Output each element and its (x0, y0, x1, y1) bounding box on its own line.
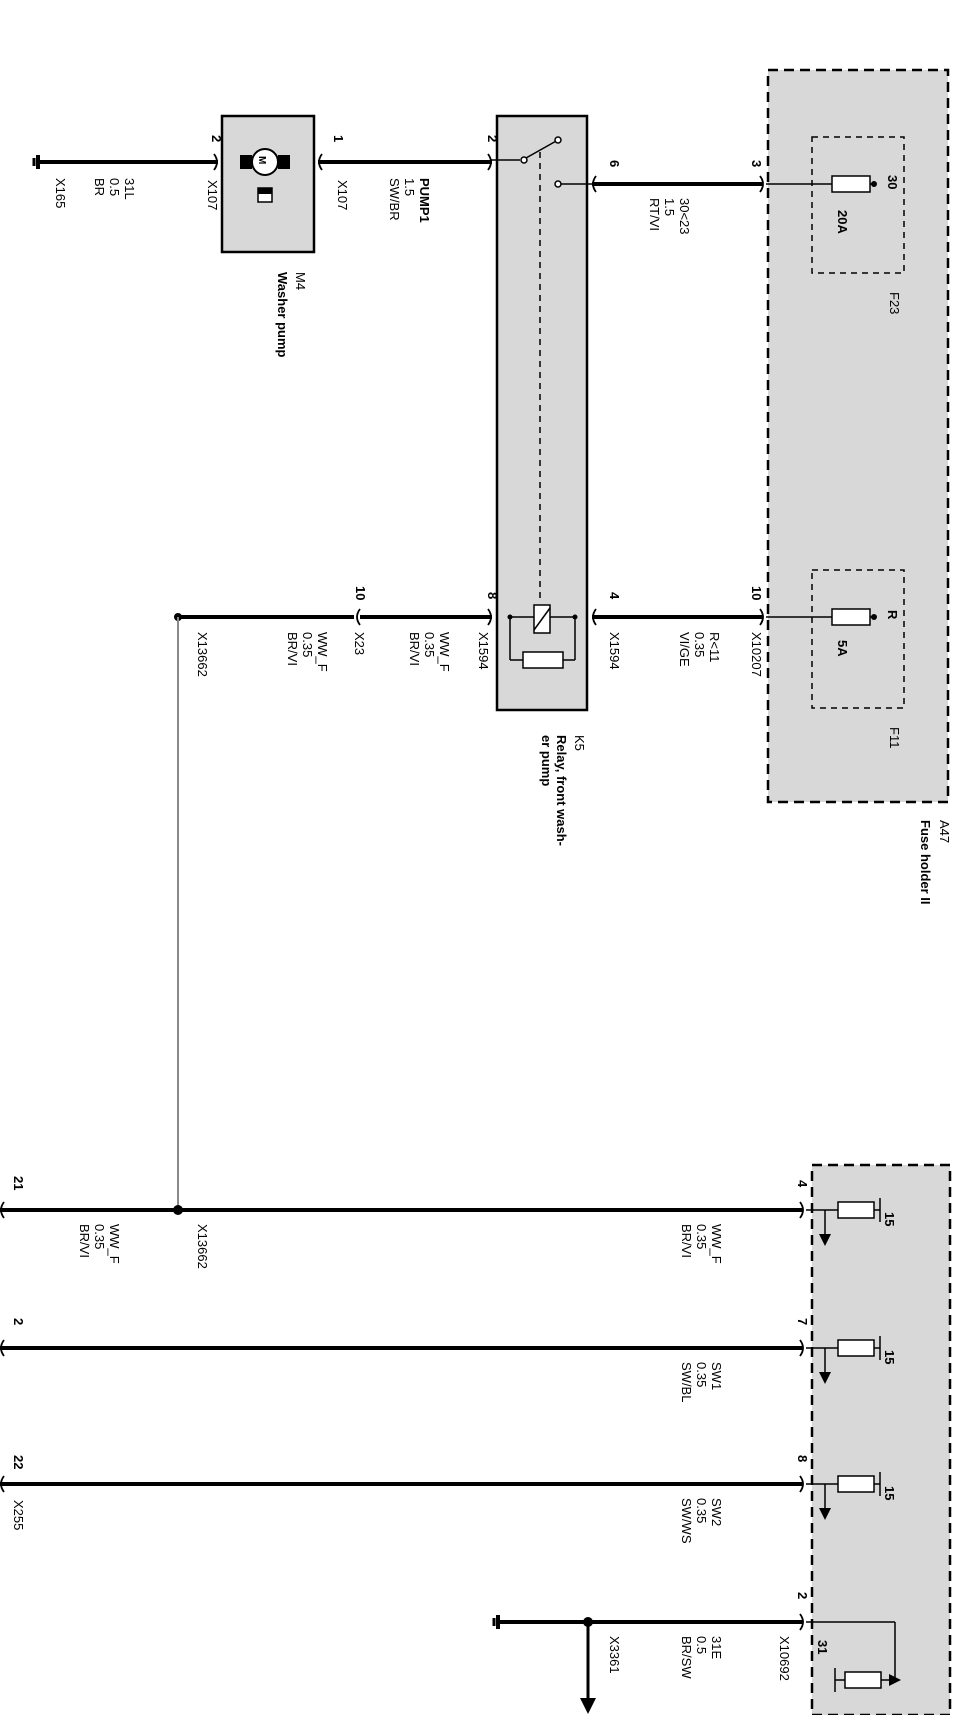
relay-name: Relay, front wash- (554, 735, 569, 846)
relay-switch (490, 136, 596, 600)
x3361-label: X3361 (607, 1636, 622, 1674)
f23-rating: 20A (835, 210, 850, 234)
wire-wwf-c-size: 0.35 (694, 1224, 709, 1249)
washer-pump-m4: M 2 1 X107 X107 M4 Washer pump (205, 114, 350, 358)
pin-22: 22 (11, 1455, 26, 1469)
wire-wwf-d-signal: WW_F (107, 1224, 122, 1264)
wire-wwf-a-color: BR/VI (407, 632, 422, 666)
pump-pin-2: 2 (209, 135, 224, 142)
wire-pump1-size: 1.5 (402, 178, 417, 196)
mod-pin-2: 2 (795, 1592, 810, 1599)
relay-connector-x1594-b: X1594 (476, 632, 491, 670)
relay-k5: 2 6 4 8 K5 Relay, front wash- er pump X1… (476, 114, 622, 846)
x10692-label: X10692 (777, 1636, 792, 1681)
relay-id: K5 (572, 735, 587, 751)
ground-symbol-31e (492, 1615, 500, 1629)
mod-pin-7: 7 (795, 1318, 810, 1325)
input-8-symbol (806, 1472, 881, 1520)
mod-pin-4: 4 (795, 1180, 810, 1188)
wire-sw2-color: SW/WS (679, 1498, 694, 1544)
wire-30-23-color: RT/VI (647, 198, 662, 231)
ground-31-symbol (806, 1621, 901, 1692)
x13662-label-bottom: X13662 (195, 1224, 210, 1269)
x10207-label: X10207 (749, 632, 764, 677)
wire-31l-size: 0.5 (107, 178, 122, 196)
fuse-holder-a47: 30 20A F23 R 5A F11 A47 Fuse holder II (766, 68, 952, 905)
wire-31e-signal: 31E (709, 1636, 724, 1659)
wire-r11-color: VI/GE (677, 632, 692, 667)
relay-pin-6: 6 (607, 160, 622, 167)
wire-wwf-a-signal: WW_F (437, 632, 452, 672)
wire-sw1-color: SW/BL (679, 1362, 694, 1402)
input-7-symbol (806, 1336, 881, 1384)
wire-wwf-a-size: 0.35 (422, 632, 437, 657)
relay-pin-2: 2 (485, 135, 500, 142)
fuse-pin-10: 10 (749, 586, 764, 600)
fuse-f23-symbol (766, 175, 877, 193)
wire-sw1-size: 0.35 (694, 1362, 709, 1387)
pump-connector-a: X107 (205, 180, 220, 210)
pump-id: M4 (293, 272, 308, 290)
x13662-label-top: X13662 (195, 632, 210, 677)
term-15-c: 15 (882, 1486, 897, 1500)
mod-pin-8: 8 (795, 1455, 810, 1462)
f11-terminal: R (885, 610, 900, 620)
f11-label: F11 (887, 727, 902, 748)
wire-wwf-b-size: 0.35 (300, 632, 315, 657)
wire-31e-color: BR/SW (679, 1636, 694, 1679)
wire-wwf-d-color: BR/VI (77, 1224, 92, 1258)
wire-30-23-signal: 30<23 (677, 198, 692, 235)
wire-pump1-signal: PUMP1 (417, 178, 432, 223)
bottom-wires: 21 2 22 X255 4 7 8 2 X10692 X13662 WW_F … (0, 1176, 810, 1714)
pump-connector-b: X107 (335, 180, 350, 210)
fuse-pin-3: 3 (749, 160, 764, 167)
relay-pin-8: 8 (485, 592, 500, 599)
relay-coil (507, 604, 578, 669)
x165-label: X165 (53, 178, 68, 208)
wire-31e-size: 0.5 (694, 1636, 709, 1654)
f23-terminal: 30 (885, 175, 900, 189)
relay-connector-x1594-a: X1594 (607, 632, 622, 670)
pin-2-left: 2 (11, 1318, 26, 1325)
wire-sw2-signal: SW2 (709, 1498, 724, 1526)
pump-name: Washer pump (275, 272, 290, 358)
wire-pump1-color: SW/BR (387, 178, 402, 221)
term-15-b: 15 (882, 1350, 897, 1364)
wire-wwf-b-signal: WW_F (315, 632, 330, 672)
x23-label: X23 (352, 632, 367, 655)
f11-rating: 5A (835, 640, 850, 657)
wire-r11-signal: R<11 (707, 632, 722, 662)
wire-wwf-c-signal: WW_F (709, 1224, 724, 1264)
wire-sw2-size: 0.35 (694, 1498, 709, 1523)
module-x10692: 15 15 15 31 (806, 1163, 952, 1715)
wire-wwf-b-color: BR/VI (285, 632, 300, 666)
relay-pin-4: 4 (607, 592, 622, 600)
relay-name-2: er pump (539, 735, 554, 786)
top-wires: X165 0.5 31L BR PUMP1 1.5 SW/BR 30<23 1.… (32, 153, 764, 1210)
pump-pin-1: 1 (331, 135, 346, 142)
pin-21: 21 (11, 1176, 26, 1190)
a47-id: A47 (937, 820, 952, 843)
ground-symbol-x165 (32, 155, 40, 169)
wire-wwf-d-size: 0.35 (92, 1224, 107, 1249)
term-31: 31 (815, 1640, 830, 1654)
input-4-symbol (806, 1198, 881, 1246)
wire-31l-color: BR (92, 178, 107, 196)
wire-wwf-c-color: BR/VI (679, 1224, 694, 1258)
wire-sw1-signal: SW1 (709, 1362, 724, 1390)
term-15-a: 15 (882, 1212, 897, 1226)
x255-label: X255 (11, 1500, 26, 1530)
f23-label: F23 (887, 292, 902, 314)
fuse-f11-symbol (766, 608, 877, 626)
wire-30-23-size: 1.5 (662, 198, 677, 216)
x23-pin: 10 (353, 586, 368, 600)
wire-31l-signal: 31L (122, 178, 137, 200)
motor-symbol: M (256, 156, 267, 164)
a47-name: Fuse holder II (918, 820, 933, 905)
wire-r11-size: 0.35 (692, 632, 707, 657)
